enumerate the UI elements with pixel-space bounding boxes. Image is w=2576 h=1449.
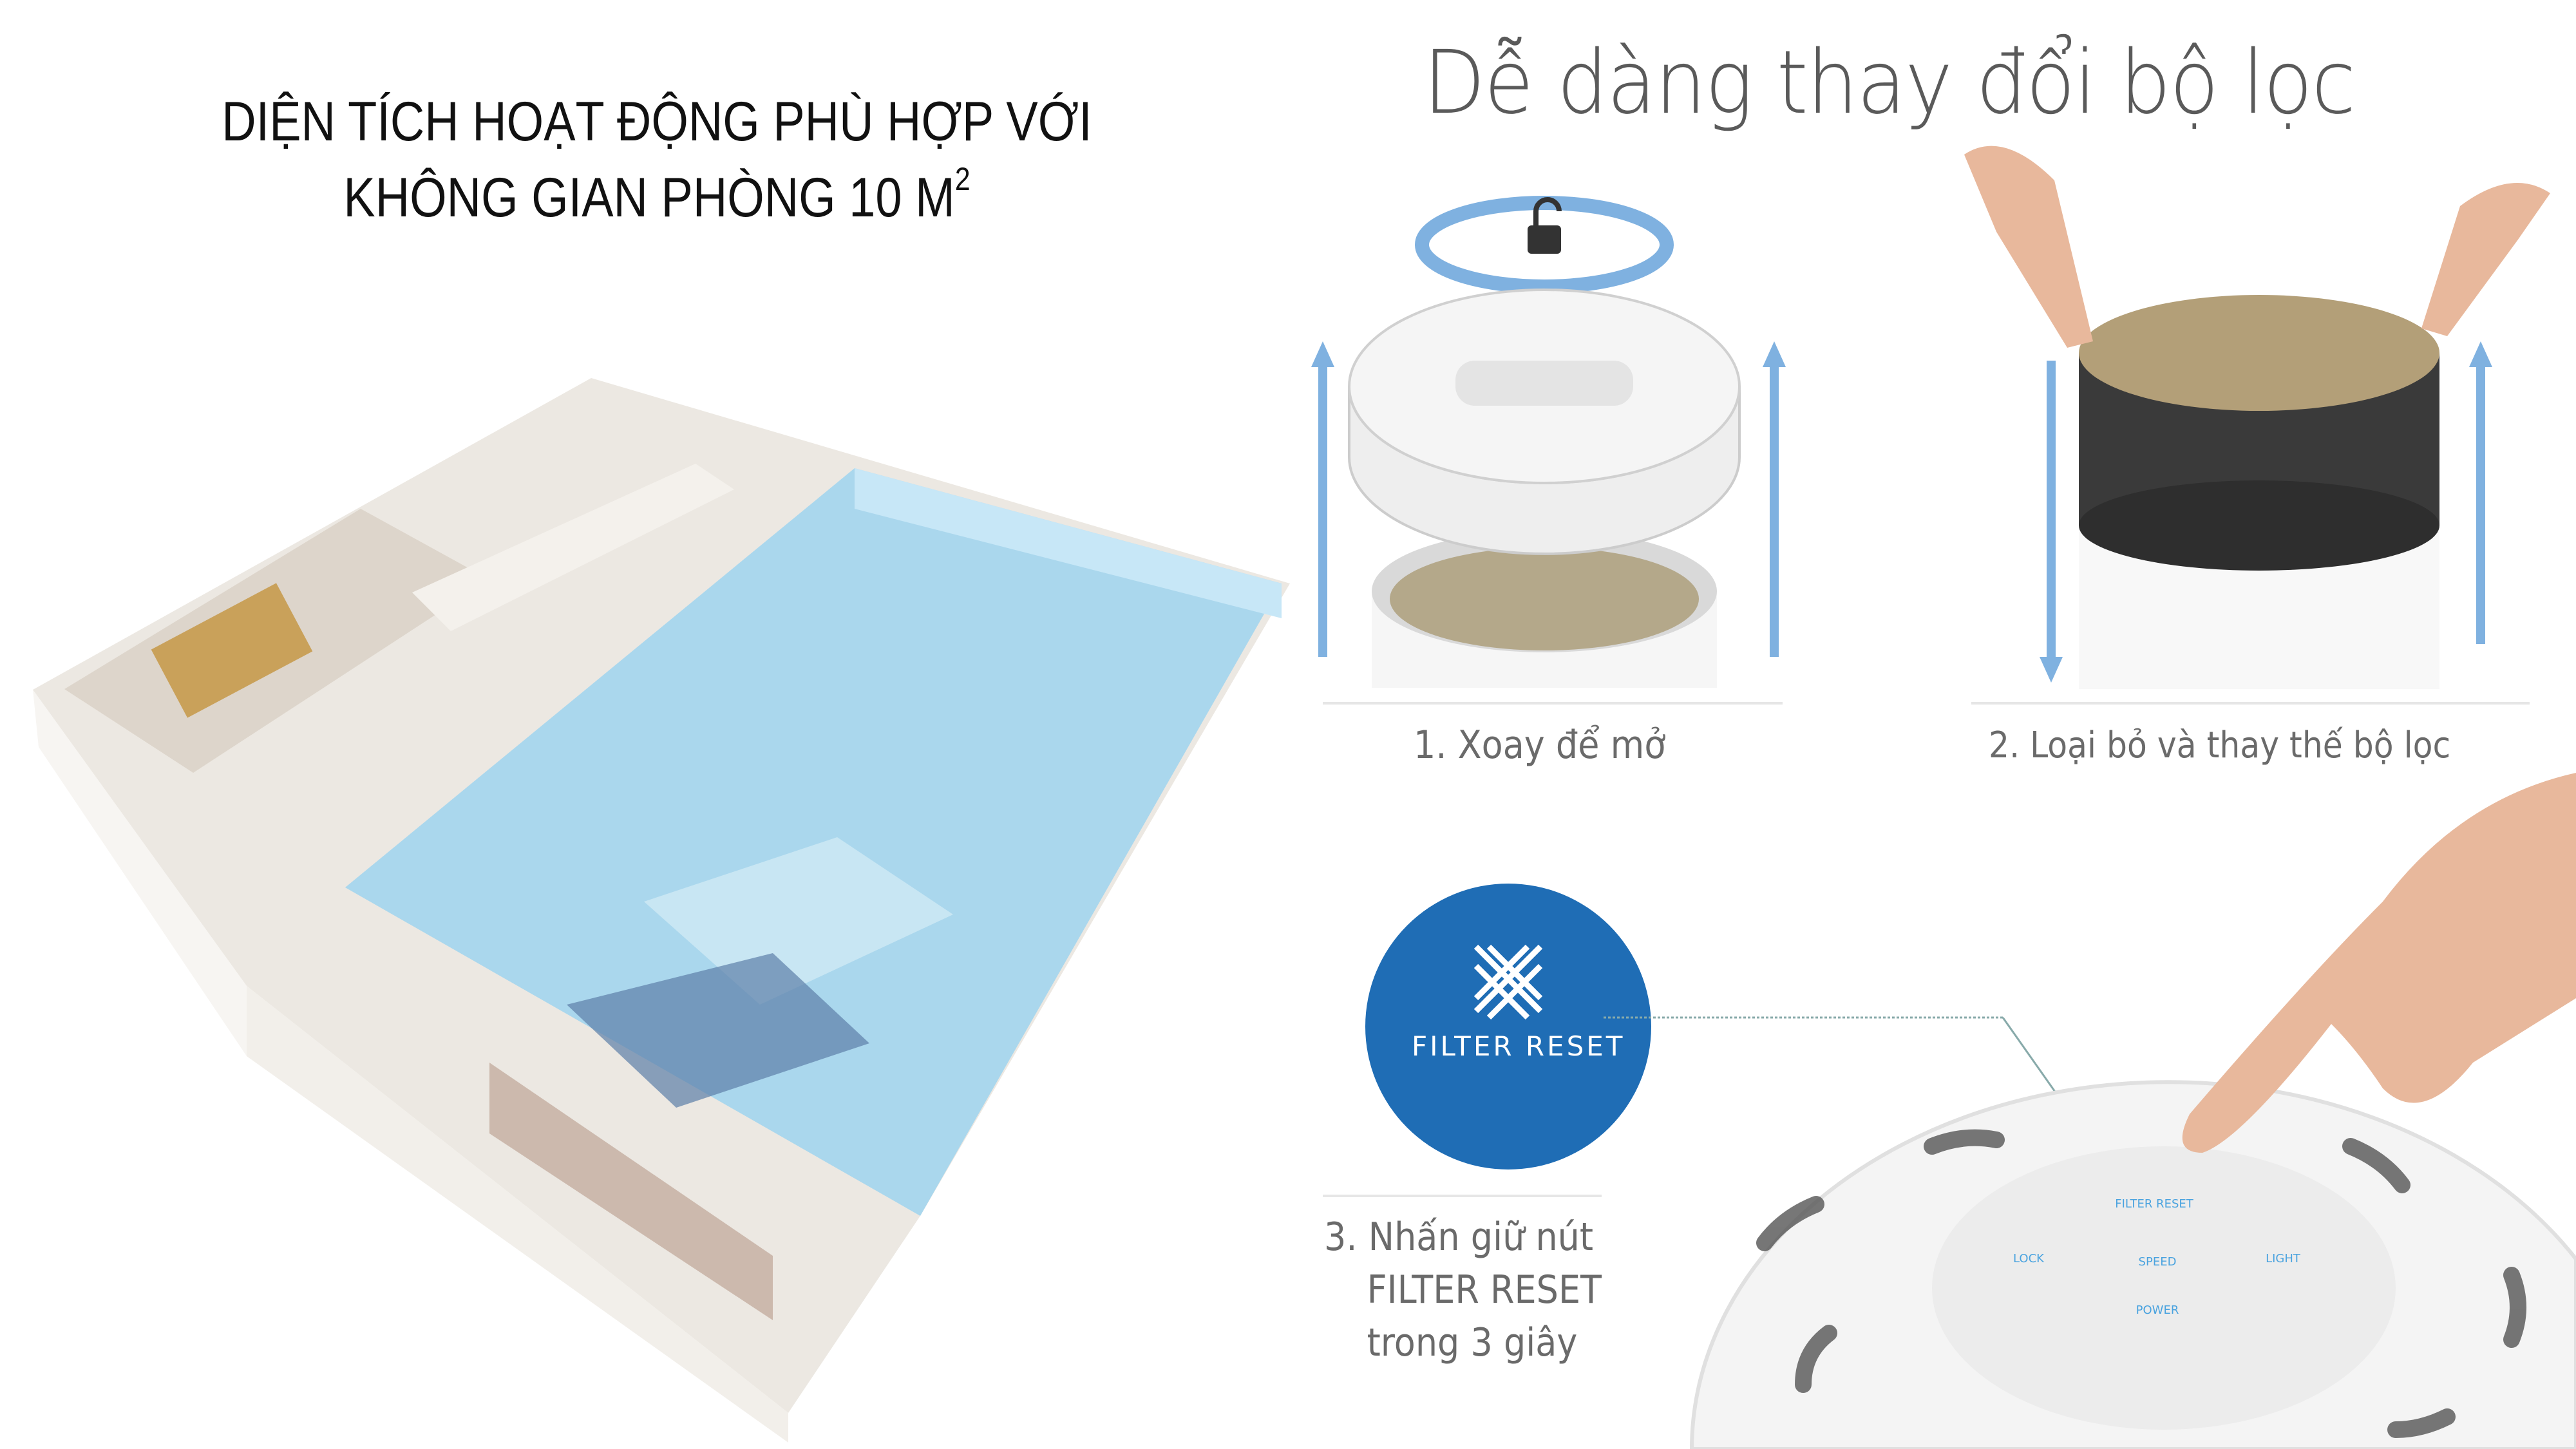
step3-line3: trong 3 giây <box>1367 1320 1578 1365</box>
panel-light: LIGHT <box>2266 1252 2301 1265</box>
step3-line1: 3. Nhấn giữ nút <box>1324 1215 1594 1260</box>
hand-right <box>2421 183 2550 336</box>
step3-label: 3. Nhấn giữ nút FILTER RESET trong 3 giâ… <box>1324 1211 1602 1369</box>
step1-illustration <box>1311 196 1786 688</box>
filter-mesh-icon <box>1473 944 1543 1020</box>
area-heading: DIỆN TÍCH HOẠT ĐỘNG PHÙ HỢP VỚI KHÔNG GI… <box>125 84 1188 236</box>
divider <box>1323 1195 1602 1197</box>
divider <box>1971 702 2530 705</box>
step2-illustration <box>1964 146 2550 689</box>
filter-reset-badge-label: FILTER RESET <box>1412 1030 1625 1062</box>
step3-illustration: FILTER RESET LOCK SPEED LIGHT POWER <box>1365 773 2576 1449</box>
room-floorplan-illustration <box>33 378 1290 1443</box>
heading-line2: KHÔNG GIAN PHÒNG 10 M <box>343 167 955 229</box>
superscript: 2 <box>954 161 971 197</box>
step2-label: 2. Loại bỏ và thay thế bộ lọc <box>1989 724 2451 766</box>
panel-lock: LOCK <box>2013 1252 2045 1265</box>
filter-heading: Dễ dàng thay đổi bộ lọc <box>1423 32 2356 134</box>
step1-label: 1. Xoay để mở <box>1414 723 1666 768</box>
unlock-icon <box>1528 225 1561 254</box>
step3-line2: FILTER RESET <box>1367 1267 1602 1312</box>
panel-power: POWER <box>2136 1303 2179 1317</box>
divider <box>1323 702 1783 705</box>
panel-speed: SPEED <box>2139 1255 2177 1269</box>
hand-pressing <box>2182 773 2576 1153</box>
filter-reset-badge <box>1365 884 1651 1170</box>
heading-line1: DIỆN TÍCH HOẠT ĐỘNG PHÙ HỢP VỚI <box>222 91 1092 153</box>
hand-left <box>1964 146 2093 348</box>
panel-filter-reset: FILTER RESET <box>2115 1197 2193 1211</box>
